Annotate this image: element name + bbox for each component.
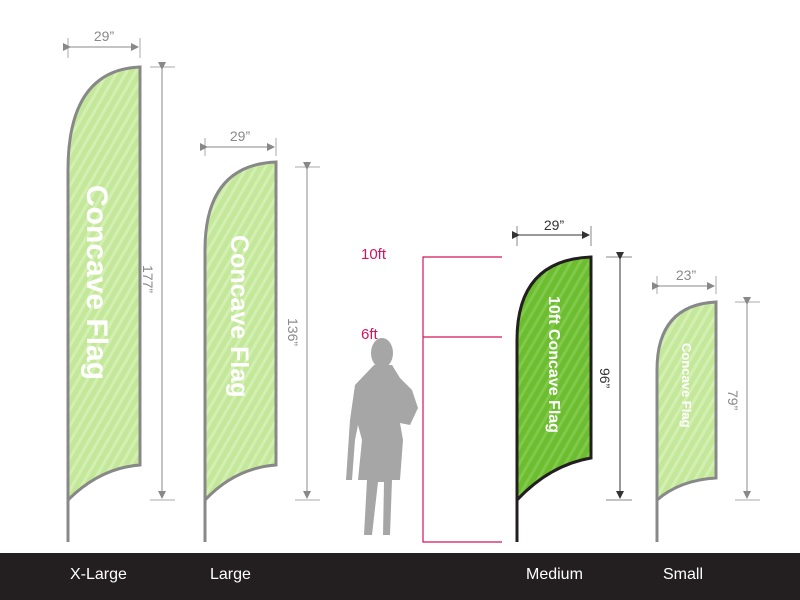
svg-text:96”: 96” bbox=[597, 368, 613, 389]
flag-small: Concave Flag 23” 79” bbox=[652, 267, 760, 542]
svg-text:10ft Concave Flag: 10ft Concave Flag bbox=[545, 296, 562, 433]
flag-large: Concave Flag 29” 136” bbox=[200, 128, 320, 542]
svg-text:Concave Flag: Concave Flag bbox=[225, 235, 253, 398]
svg-text:Concave Flag: Concave Flag bbox=[679, 343, 694, 428]
label-medium: Medium bbox=[526, 566, 583, 583]
svg-text:6ft: 6ft bbox=[361, 326, 379, 343]
height-scale: 10ft 6ft bbox=[361, 246, 502, 543]
label-small: Small bbox=[663, 566, 704, 583]
svg-text:29”: 29” bbox=[94, 28, 115, 44]
label-large: Large bbox=[210, 566, 251, 583]
svg-text:Concave Flag: Concave Flag bbox=[80, 185, 113, 380]
flag-xlarge: Concave Flag 29” 177” bbox=[63, 28, 175, 542]
size-labels-bar: X-Large Large Medium Small bbox=[0, 553, 800, 600]
svg-text:10ft: 10ft bbox=[361, 246, 387, 263]
flag-diagram: Concave Flag 29” 177” Concave Flag 29” 1… bbox=[63, 28, 760, 543]
svg-text:29”: 29” bbox=[544, 217, 565, 233]
svg-text:136”: 136” bbox=[285, 318, 301, 346]
flag-medium: 10ft Concave Flag 29” 96” bbox=[512, 217, 632, 542]
label-xlarge: X-Large bbox=[70, 566, 127, 583]
person-silhouette-icon bbox=[346, 338, 418, 535]
svg-text:23”: 23” bbox=[676, 267, 697, 283]
svg-text:177”: 177” bbox=[140, 265, 156, 293]
svg-text:79”: 79” bbox=[725, 390, 741, 411]
svg-text:29”: 29” bbox=[230, 128, 251, 144]
